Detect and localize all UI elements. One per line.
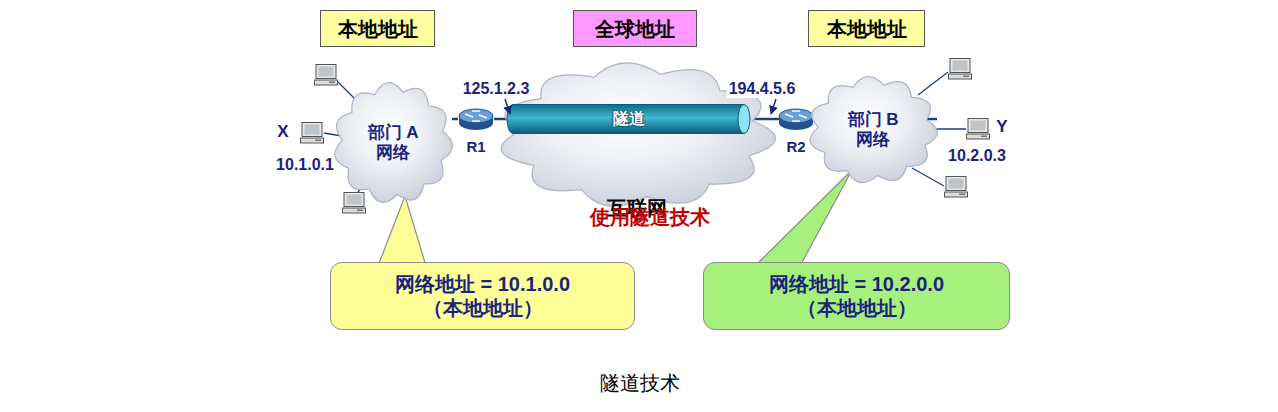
text-area: 隧道: [507, 104, 750, 134]
router: R1: [457, 108, 495, 162]
ip-address: 125.1.2.3: [461, 79, 532, 98]
address-callout: 网络地址 = 10.1.0.0（本地地址）: [330, 262, 635, 330]
node-text: 本地地址: [827, 17, 907, 41]
ip-address: 10.2.0.3: [948, 146, 1006, 165]
node-text: R1: [466, 138, 485, 156]
text-area: 网络地址 = 10.2.0.0（本地地址）: [704, 263, 1009, 329]
address-pointer: [771, 99, 776, 114]
node-text: （本地地址）: [423, 296, 543, 320]
host-name: X: [277, 122, 288, 142]
router-symbol: [457, 108, 495, 132]
ip-address: 194.4.5.6: [727, 79, 798, 98]
text-area: R2: [777, 135, 815, 159]
node-text: 部门 B 网络: [841, 110, 905, 151]
node-text: 隧道: [613, 109, 645, 128]
node-text: 网络地址 = 10.2.0.0: [769, 272, 944, 296]
address-scope-tag: 本地地址: [320, 10, 435, 47]
host-computer: [945, 177, 968, 198]
host-computer: [315, 65, 338, 86]
text-area: 全球地址: [574, 11, 696, 46]
host-computer: [967, 119, 990, 140]
text-area: R1: [457, 135, 495, 159]
note: 使用隧道技术: [590, 205, 710, 229]
router-symbol: [777, 108, 815, 132]
link-line: [452, 118, 458, 121]
department-network: 部门 A 网络: [333, 82, 453, 204]
node-text: 全球地址: [595, 17, 675, 41]
figure-caption: 隧道技术: [600, 371, 680, 395]
node-text: 部门 A 网络: [361, 123, 425, 164]
address-scope-tag: 本地地址: [808, 10, 925, 47]
node-text: R2: [786, 138, 805, 156]
text-area: 部门 B 网络: [808, 76, 938, 184]
text-area: 本地地址: [809, 11, 924, 46]
node-text: （本地地址）: [797, 296, 917, 320]
host-computer: [301, 123, 324, 144]
tunnel: 隧道: [507, 104, 750, 134]
router: R2: [777, 108, 815, 162]
text-area: 部门 A 网络: [333, 82, 453, 204]
address-scope-tag: 全球地址: [573, 10, 697, 47]
callout-pointer: [755, 170, 852, 266]
ip-address: 10.1.0.1: [276, 155, 334, 174]
host-name: Y: [996, 117, 1007, 137]
host-computer: [949, 59, 972, 80]
callout-pointer: [378, 196, 426, 266]
node-text: 本地地址: [338, 17, 418, 41]
address-callout: 网络地址 = 10.2.0.0（本地地址）: [703, 262, 1010, 330]
node-text: 网络地址 = 10.1.0.0: [395, 272, 570, 296]
text-area: 网络地址 = 10.1.0.0（本地地址）: [331, 263, 634, 329]
department-network: 部门 B 网络: [808, 76, 938, 184]
text-area: 本地地址: [321, 11, 434, 46]
host-computer: [343, 193, 366, 214]
